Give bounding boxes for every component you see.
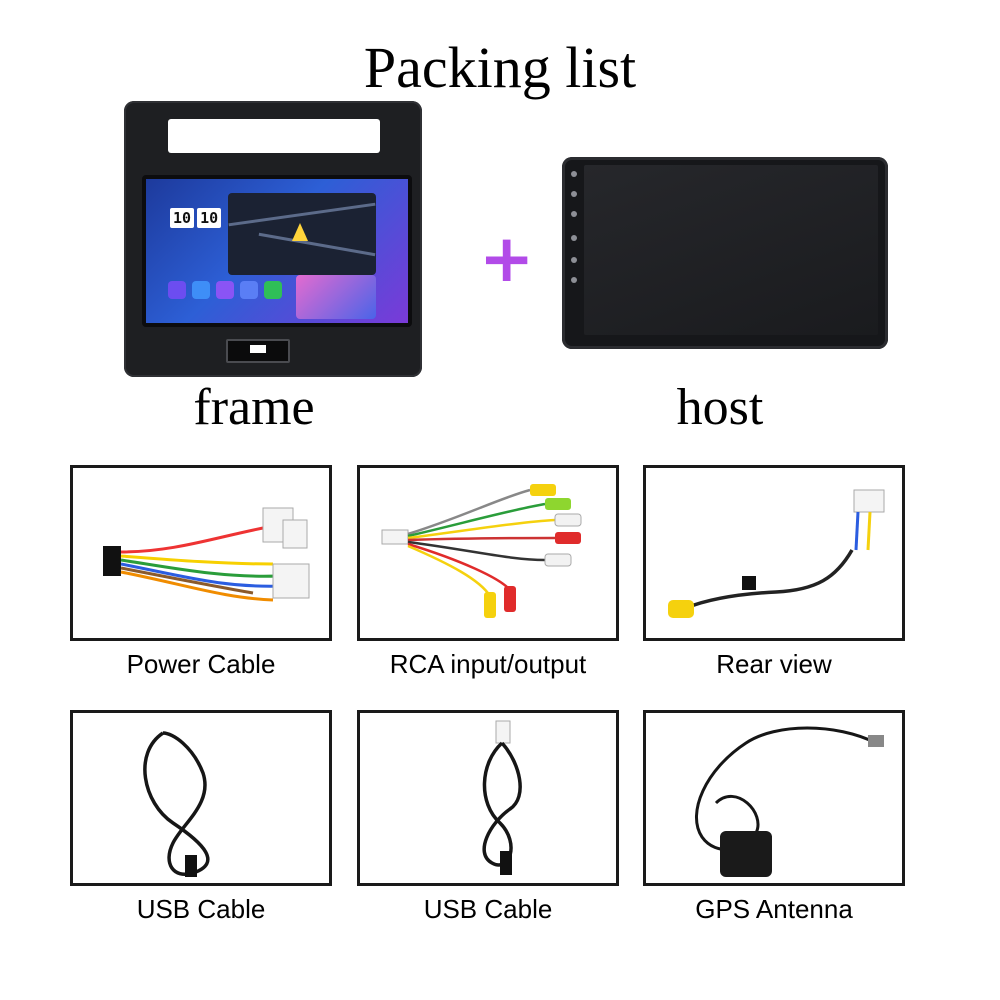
item-label-usb-cable-2: USB Cable [423,894,553,924]
item-box-rca [357,465,619,641]
map-road [258,232,376,257]
back-button-icon [571,211,577,217]
frame-bottom-slot [226,339,290,363]
plus-icon: + [479,220,535,297]
item-label-rear-view: Rear view [716,649,832,679]
navigation-arrow-icon [292,223,308,241]
host-image [562,157,888,349]
usb-cable-icon [482,720,522,875]
wiring-harness-icon [103,507,310,602]
item-label-gps-antenna: GPS Antenna [695,894,853,924]
power-button-icon [571,171,577,177]
item-label-power-cable: Power Cable [126,649,276,679]
host-label: host [676,379,764,436]
carlink-icon [264,281,282,299]
media-widget [296,275,376,319]
item-box-power-cable [70,465,332,641]
volume-up-icon [571,235,577,241]
frame-label: frame [193,379,315,436]
frame-top-slot [168,119,380,153]
maps-icon [192,281,210,299]
item-box-gps-antenna [643,710,905,886]
navigation-map [228,193,376,275]
host-screen [584,165,878,335]
rear-view-cable-icon [668,489,885,618]
gps-antenna-icon [695,726,884,877]
item-box-usb-cable-2 [357,710,619,886]
item-label-rca: RCA input/output [389,649,587,679]
item-box-rear-view [643,465,905,641]
mic-icon [571,277,577,283]
bluetooth-icon [240,281,258,299]
rca-cable-icon [381,484,582,618]
home-button-icon [571,191,577,197]
usb-cable-icon [143,731,210,877]
page-title: Packing list [363,35,637,100]
app-dock [168,281,282,299]
item-label-usb-cable-1: USB Cable [136,894,266,924]
item-box-usb-cable-1 [70,710,332,886]
radio-icon [216,281,234,299]
apps-icon [168,281,186,299]
volume-down-icon [571,257,577,263]
